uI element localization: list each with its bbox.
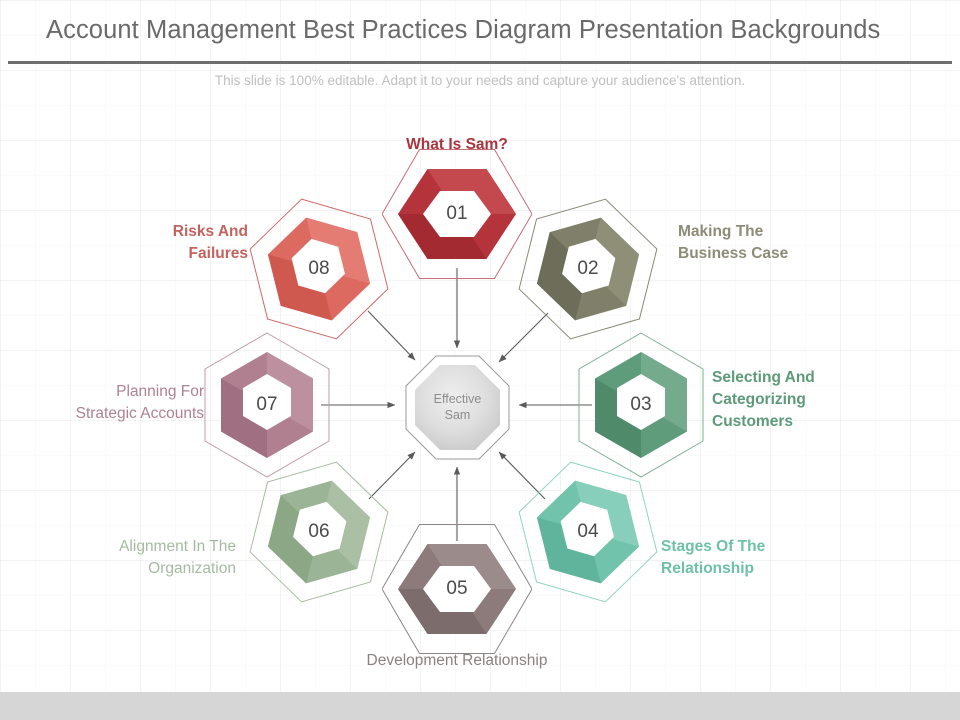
slide-header: Account Management Best Practices Diagra… <box>0 0 960 64</box>
hex-inner-06 <box>293 501 347 557</box>
hex-inner-04 <box>560 501 614 557</box>
hex-outline-01 <box>382 149 532 279</box>
hex-shape-04 <box>518 461 658 603</box>
center-node[interactable]: Effective Sam <box>405 355 510 460</box>
hex-shape-03 <box>578 332 704 478</box>
arrow-08-to-center <box>367 310 416 361</box>
hex-ring-shade2-06 <box>267 495 319 584</box>
label-01: What Is Sam? <box>406 136 508 153</box>
hex-ring-shade2-02 <box>536 232 588 321</box>
hex-outline-04 <box>518 461 658 603</box>
hex-inner-08 <box>291 238 345 294</box>
hex-inner-02 <box>562 238 616 294</box>
hex-node-07[interactable]: 07 <box>192 330 342 480</box>
label-06: Alignment In The Organization <box>119 538 236 577</box>
arrow-02-to-center <box>498 312 549 363</box>
hex-outline-02 <box>518 198 658 340</box>
hex-shape-02 <box>518 198 658 340</box>
label-08: Risks And Failures <box>172 223 248 262</box>
title-divider <box>8 61 952 64</box>
hex-node-06[interactable]: 06 <box>244 457 394 607</box>
page-title: Account Management Best Practices Diagra… <box>46 16 881 44</box>
hex-outline-06 <box>249 461 389 603</box>
hex-inner-03 <box>617 374 665 430</box>
bottom-strip <box>0 692 960 720</box>
arrow-04-to-center <box>498 451 546 500</box>
hex-shape-01 <box>382 149 532 279</box>
hex-outline-07 <box>204 332 330 478</box>
label-04: Stages Of The Relationship <box>661 538 766 577</box>
hex-node-08[interactable]: 08 <box>244 194 394 344</box>
hex-inner-05 <box>423 566 491 612</box>
hex-shape-06 <box>249 461 389 603</box>
hex-node-04[interactable]: 04 <box>513 457 663 607</box>
hex-inner-07 <box>243 374 291 430</box>
hex-outline-03 <box>578 332 704 478</box>
center-octagon-shape <box>405 355 510 460</box>
label-03: Selecting And Categorizing Customers <box>712 369 815 430</box>
hex-outline-08 <box>249 198 389 340</box>
label-02: Making The Business Case <box>678 223 789 262</box>
hex-node-05[interactable]: 05 <box>382 514 532 664</box>
hex-node-02[interactable]: 02 <box>513 194 663 344</box>
hex-shape-08 <box>249 198 389 340</box>
label-05: Development Relationship <box>366 652 548 669</box>
slide-subtitle: This slide is 100% editable. Adapt it to… <box>214 73 746 88</box>
hex-shape-07 <box>204 332 330 478</box>
hex-outline-05 <box>382 524 532 654</box>
center-fill <box>415 365 500 450</box>
hex-inner-01 <box>423 191 491 237</box>
hex-node-01[interactable]: 01 <box>382 139 532 289</box>
arrow-06-to-center <box>368 451 416 500</box>
label-07: Planning For Strategic Accounts <box>75 383 204 422</box>
hex-shape-05 <box>382 524 532 654</box>
